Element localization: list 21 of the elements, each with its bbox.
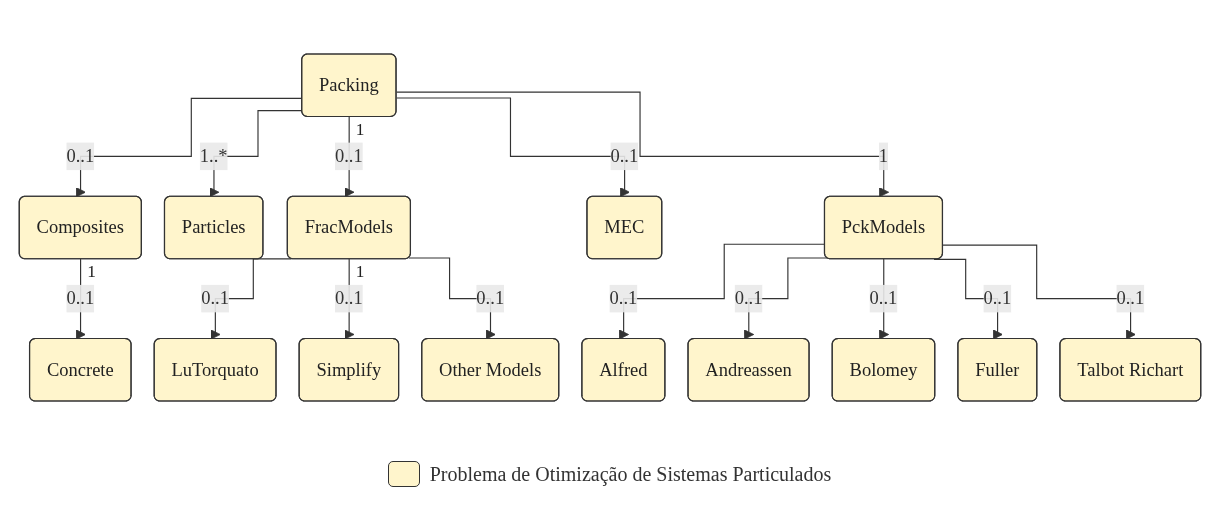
arrow: [941, 244, 1136, 340]
edge-label: 0..1: [1115, 288, 1144, 308]
edge-label: 0..1: [334, 145, 363, 166]
edge-label: 0..1: [475, 288, 504, 308]
edge-label: 0..1: [609, 145, 638, 166]
edge-label: 1: [878, 145, 888, 166]
multiplicity-label: 1: [355, 262, 364, 282]
edge-label: 0..1: [734, 288, 762, 308]
edge-label: 1..*: [199, 145, 228, 166]
legend-text: Problema de Otimização de Sistemas Particulados: [429, 462, 832, 486]
multiplicity-label: 1: [86, 262, 96, 282]
edge-label: 0..1: [334, 288, 363, 308]
edge-label: 0..1: [609, 288, 637, 308]
edge-label: 0..1: [869, 288, 897, 308]
multiplicity-label: 1: [355, 119, 364, 139]
edge-label: 0..1: [982, 288, 1011, 308]
arrow: [395, 91, 889, 198]
edge-label: 0..1: [65, 145, 94, 166]
edge-label: 0..1: [200, 288, 229, 308]
edge-label: 0..1: [65, 288, 94, 308]
arrow: [395, 97, 630, 198]
